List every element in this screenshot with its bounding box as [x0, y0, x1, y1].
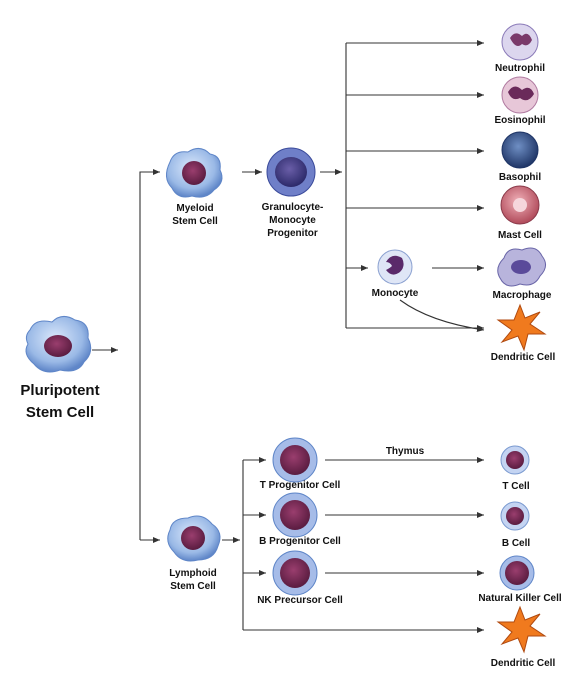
dendritic-cell-lymphoid-label: Dendritic Cell: [490, 658, 556, 669]
t-progenitor-image: [272, 437, 318, 483]
gm-line-1: Granulocyte-: [261, 202, 324, 213]
monocyte-image: [377, 249, 413, 285]
neutrophil-image: [501, 23, 539, 61]
b-progenitor-label: B Progenitor Cell: [259, 536, 341, 547]
pluripotent-stem-cell-label: Pluripotent Stem Cell: [10, 380, 110, 424]
pluripotent-line-1: Pluripotent: [20, 382, 100, 399]
neutrophil-label: Neutrophil: [495, 63, 545, 74]
myeloid-line-1: Myeloid: [176, 203, 214, 214]
connectors: [92, 40, 485, 633]
eosinophil-label: Eosinophil: [494, 115, 546, 126]
dendritic-cell-myeloid-label: Dendritic Cell: [490, 352, 556, 363]
dendritic-cell-lymphoid-image: [496, 605, 547, 654]
lymphoid-line-2: Stem Cell: [170, 581, 216, 592]
arrow-monocyte-to-dendritic: [399, 299, 485, 332]
gm-line-3: Progenitor: [267, 228, 318, 239]
nk-precursor-label: NK Precursor Cell: [257, 595, 343, 606]
macrophage-image: [497, 247, 546, 287]
lymphoid-line-1: Lymphoid: [169, 568, 217, 579]
b-cell-image: [500, 501, 530, 531]
natural-killer-cell-label: Natural Killer Cell: [478, 593, 562, 604]
gm-progenitor-label: Granulocyte- Monocyte Progenitor: [255, 201, 330, 240]
b-cell-label: B Cell: [501, 538, 531, 549]
pluripotent-stem-cell-image: [25, 316, 92, 373]
nk-precursor-image: [272, 550, 318, 596]
pluripotent-line-2: Stem Cell: [25, 404, 95, 421]
basophil-image: [501, 131, 539, 169]
monocyte-label: Monocyte: [371, 288, 419, 299]
basophil-label: Basophil: [498, 172, 542, 183]
lymphoid-stem-cell-label: Lymphoid Stem Cell: [160, 567, 226, 593]
gm-line-2: Monocyte: [269, 215, 316, 226]
mast-cell-image: [500, 185, 540, 225]
natural-killer-cell-image: [499, 555, 535, 591]
myeloid-line-2: Stem Cell: [172, 216, 218, 227]
dendritic-cell-myeloid-image: [496, 303, 547, 352]
t-progenitor-label: T Progenitor Cell: [259, 480, 341, 491]
lymphoid-stem-cell-image: [167, 515, 221, 562]
gm-progenitor-image: [266, 147, 316, 197]
myeloid-stem-cell-label: Myeloid Stem Cell: [165, 202, 225, 228]
b-progenitor-image: [272, 492, 318, 538]
thymus-label: Thymus: [385, 446, 425, 457]
mast-cell-label: Mast Cell: [498, 230, 542, 241]
eosinophil-image: [501, 76, 539, 114]
branch-myeloid: [139, 169, 160, 540]
macrophage-label: Macrophage: [492, 290, 552, 301]
t-cell-label: T Cell: [502, 481, 530, 492]
myeloid-stem-cell-image: [166, 148, 223, 198]
t-cell-image: [500, 445, 530, 475]
